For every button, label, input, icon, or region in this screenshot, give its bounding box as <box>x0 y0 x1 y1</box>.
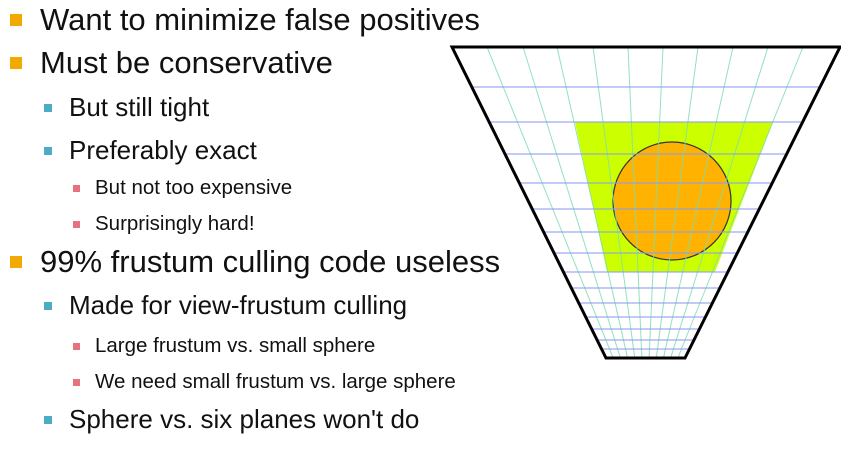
bullet-marker <box>73 220 80 228</box>
bullet-marker <box>44 103 52 112</box>
bullet-text: But not too expensive <box>95 176 293 199</box>
bullet-text: 99% frustum culling code useless <box>40 244 501 279</box>
bullet-item: Large frustum vs. small sphere <box>73 334 375 358</box>
bullet-marker <box>73 378 80 386</box>
grid-line-vertical <box>648 46 664 359</box>
bullet-marker <box>73 342 80 350</box>
bullet-text: Surprisingly hard! <box>95 212 255 235</box>
bullet-item: Surprisingly hard! <box>73 212 255 236</box>
bullet-item: Must be conservative <box>10 45 333 81</box>
bullet-marker <box>10 256 22 268</box>
bullet-item: But not too expensive <box>73 176 292 200</box>
bullet-marker <box>44 301 52 310</box>
grid-line-vertical <box>670 46 769 359</box>
grid-line-vertical <box>627 46 643 359</box>
frustum-outline <box>449 45 841 360</box>
bullet-text: But still tight <box>69 92 210 122</box>
bullet-item: We need small frustum vs. large sphere <box>73 370 456 394</box>
sphere <box>612 141 732 261</box>
bullet-marker <box>44 415 52 424</box>
grid-line-vertical <box>592 46 636 359</box>
bullet-text: Want to minimize false positives <box>40 2 480 37</box>
bullet-text: We need small frustum vs. large sphere <box>95 370 456 393</box>
bullet-item: Made for view-frustum culling <box>44 290 407 321</box>
grid-line-vertical <box>662 46 734 359</box>
bullet-marker <box>44 146 52 155</box>
bullet-text: Large frustum vs. small sphere <box>95 334 376 357</box>
bullet-marker <box>10 14 22 26</box>
bullet-item: But still tight <box>44 92 209 123</box>
grid-line-vertical <box>655 46 699 359</box>
bullet-item: Want to minimize false positives <box>10 2 480 38</box>
grid-lines <box>471 46 821 359</box>
bullet-item: Sphere vs. six planes won't do <box>44 404 419 435</box>
bullet-marker <box>10 57 22 69</box>
bullet-marker <box>73 184 80 192</box>
bullet-text: Made for view-frustum culling <box>69 290 408 320</box>
grid-line-vertical <box>486 46 614 359</box>
grid-line-vertical <box>522 46 621 359</box>
bullet-text: Preferably exact <box>69 135 257 165</box>
bullet-item: Preferably exact <box>44 135 257 166</box>
bullet-item: 99% frustum culling code useless <box>10 244 500 280</box>
grid-line-vertical <box>556 46 629 359</box>
bullet-text: Sphere vs. six planes won't do <box>69 404 420 434</box>
grid-line-vertical <box>677 46 804 359</box>
bullet-text: Must be conservative <box>40 45 333 80</box>
